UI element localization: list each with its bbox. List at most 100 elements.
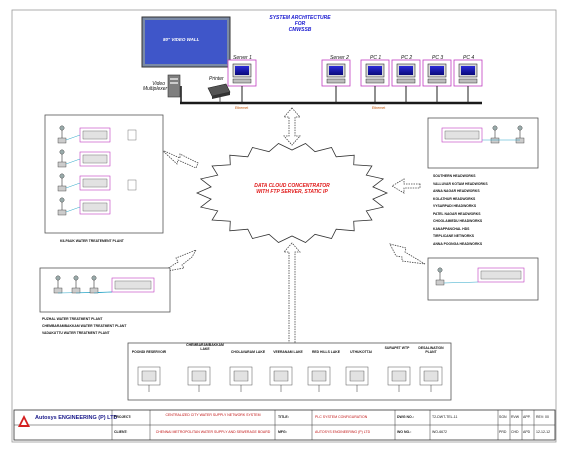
client-value: CHENNAI METROPOLITAN WATER SUPPLY AND SE…: [155, 430, 271, 434]
plc-panel-icon: [79, 151, 111, 167]
pc-2-label: PC 2: [401, 55, 413, 61]
field-instrument-icon: [57, 125, 67, 144]
video-multiplexer-label-line2: Multiplexer: [143, 86, 168, 92]
title-block-frame: [13, 409, 556, 441]
workstation-icon: [321, 59, 351, 103]
site-label-5: RED HILLS LAKE: [311, 350, 341, 354]
signal-wire: [65, 182, 81, 189]
diagram-title: SYSTEM ARCHITECTURE FOR CMWSSB: [255, 15, 345, 33]
junction-box-icon: [127, 129, 137, 141]
diagram-title-line2: FOR: [294, 21, 306, 27]
left-bottom-arrow: [161, 249, 197, 273]
headworks-3: ANNA NAGAR HEADWORKS: [433, 189, 480, 193]
left-plant-2: CHEMBARAMBAKKAM WATER TREATMENT PLANT: [42, 324, 127, 328]
prd-label: PRD: [499, 430, 507, 434]
headworks-10: ANNA POONGA HEADWORKS: [433, 241, 483, 246]
left-bottom-plants-list: PUZHAL WATER TREATMENT PLANT CHEMBARAMBA…: [42, 316, 126, 337]
kilpauk-plant-label: KILPAUK WATER TREATEMENT PLANT: [60, 239, 124, 243]
headworks-8: KANAPPANCHAL HDS: [433, 226, 470, 231]
plc-panel-icon: [441, 127, 483, 143]
site-station-icon: [229, 366, 253, 392]
site-label-3: CHOLAVARAM LAKE: [230, 350, 266, 354]
right-top-arrow: [391, 178, 421, 194]
video-wall-label: 80" VIDEO WALL: [163, 37, 200, 42]
signal-wire: [65, 206, 81, 213]
title-value: PLC SYSTEM CONFIGURATION: [315, 415, 368, 419]
video-wall: [141, 16, 231, 68]
plc-panel-icon: [477, 267, 525, 283]
mfg-value: AUTOSYS ENGINEERING (P) LTD: [315, 430, 371, 434]
right-bottom-arrow: [389, 243, 426, 265]
company-name: Autosys ENGINEERING (P) LTD: [35, 415, 118, 421]
site-station-icon: [269, 366, 293, 392]
site-label-2: CHEMBARAMBAKKAM LAKE: [186, 343, 224, 351]
cloud-label: DATA CLOUD CONCENTRATOR WITH FTP SERVER,…: [237, 183, 347, 195]
field-instrument-icon: [53, 275, 63, 294]
cloud-label-line2: WITH FTP SERVER, STATIC IP: [256, 189, 328, 195]
site-station-icon: [307, 366, 331, 392]
site-station-icon: [345, 366, 369, 392]
apd-label: APD: [523, 430, 531, 434]
rev-label: REV: 00: [536, 415, 549, 419]
workstation-icon: [453, 59, 483, 103]
headworks-9: TIRPLICANE NETWORKS: [433, 234, 475, 238]
title-label: TITLE:: [278, 415, 289, 419]
drawing-border: [11, 9, 557, 443]
headworks-2: VALLUVAR KOTAM HEADWORKS: [433, 181, 488, 186]
video-multiplexer-label: Video Multiplexer: [143, 81, 168, 92]
site-label-7: SURAPET WTP: [384, 346, 410, 350]
diagram-title-line3: CMWSSB: [288, 27, 312, 33]
workstation-icon: [227, 59, 257, 103]
field-instrument-icon: [57, 149, 67, 168]
site-station-icon: [387, 366, 411, 392]
left-plant-1: PUZHAL WATER TREATMENT PLANT: [42, 317, 103, 321]
ethernet-label-right: Ethernet: [372, 106, 386, 110]
field-instrument-icon: [57, 173, 67, 192]
project-label: PROJECT:: [114, 415, 132, 419]
plc-panel-icon: [79, 175, 111, 191]
junction-box-icon: [127, 179, 137, 191]
field-equipment: [53, 125, 525, 392]
workstation-icon: [391, 59, 421, 103]
mfg-label: MFG:: [278, 430, 287, 434]
client-label: CLIENT:: [114, 430, 128, 434]
left-plant-3: VADAKUTTU WATER TREATMENT PLANT: [42, 331, 110, 335]
signal-wire: [65, 134, 81, 141]
cloud-label-line1: DATA CLOUD CONCENTRATOR: [254, 183, 330, 189]
site-label-1: POONDI RESERVOIR: [131, 350, 167, 354]
server-2-label: Server 2: [330, 55, 349, 61]
server-1-label: Server 1: [233, 55, 252, 61]
workstation-icon: [360, 59, 390, 103]
project-value: CENTRALIZED CITY WATER SUPPLY NETWORK SY…: [165, 413, 261, 417]
field-instrument-icon: [515, 125, 525, 144]
field-instrument-icon: [57, 197, 67, 216]
printer-icon: [207, 83, 231, 103]
video-multiplexer-label-line1: Video: [152, 81, 165, 87]
autosys-logo: [18, 415, 30, 427]
workstation-icon: [422, 59, 452, 103]
field-instrument-icon: [435, 267, 445, 286]
site-label-8: DESALINATION PLANT: [418, 346, 444, 354]
signal-wire: [65, 158, 81, 165]
plc-panel-icon: [111, 277, 155, 293]
headworks-6: PATEL NAGAR HEADWORKS: [433, 211, 481, 216]
data-cloud-shape: [195, 143, 389, 243]
pc-4-label: PC 4: [463, 55, 475, 61]
signal-wire: [93, 291, 113, 294]
pc-1-label: PC 1: [370, 55, 382, 61]
video-multiplexer-icon: [167, 74, 181, 98]
left-top-arrow: [161, 149, 199, 169]
plc-panel-icon: [79, 127, 111, 143]
plc-panel-icon: [79, 199, 111, 215]
date-value: 12-12-12: [536, 430, 551, 434]
wo-label: WO NO.:: [397, 430, 412, 434]
chd-label: CHD: [511, 430, 519, 434]
site-label-6: UTHUKOTTAI: [350, 350, 372, 354]
dwg-value: T2-DWT-TEL-11: [432, 415, 458, 419]
rvw-label: RVW: [511, 415, 520, 419]
right-headworks-list: SOUTHERN HEADWORKS VALLUVAR KOTAM HEADWO…: [433, 173, 488, 248]
field-instrument-icon: [71, 275, 81, 294]
site-station-icon: [419, 366, 443, 392]
wo-value: WO-6672: [432, 430, 447, 434]
